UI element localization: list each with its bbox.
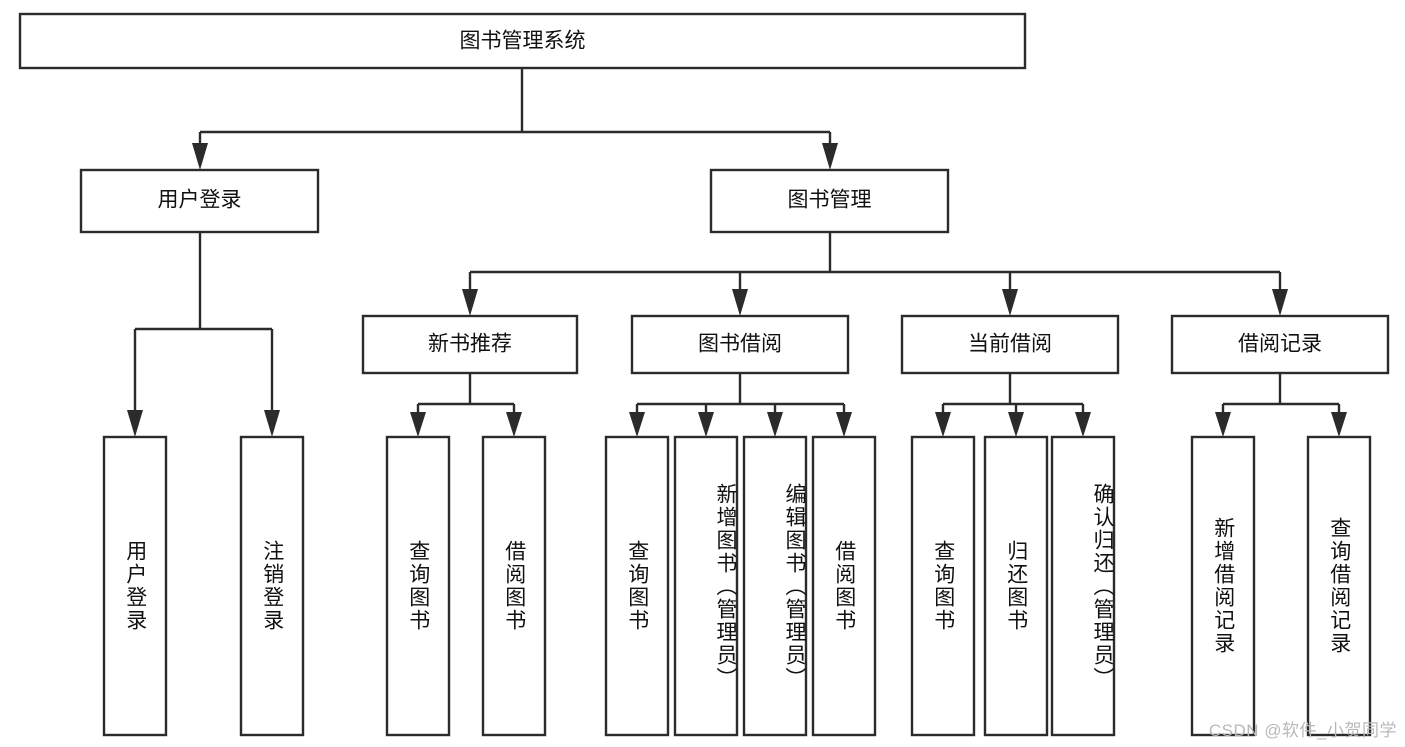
node-borrow-record-box[interactable] xyxy=(1170,314,1390,375)
node-root-label: 图书管理系统 xyxy=(460,30,586,53)
node-root[interactable]: 图书管理系统 xyxy=(18,12,1027,70)
arrow-head-icon xyxy=(1075,412,1091,437)
arrow-head-icon xyxy=(1272,289,1288,316)
node-new-book-rec[interactable]: 新书推荐 xyxy=(361,314,579,375)
node-user-login[interactable]: 用户登录 xyxy=(79,168,320,234)
node-user-login-label: 用户登录 xyxy=(158,189,242,212)
arrow-head-icon xyxy=(264,410,280,437)
arrow-head-icon xyxy=(698,412,714,437)
connector-book-manage-to-level3 xyxy=(462,232,1288,316)
leaf-box-confirm-return[interactable] xyxy=(1050,435,1116,737)
leaf-box-query-book-borrow[interactable] xyxy=(604,435,670,737)
arrow-head-icon xyxy=(410,412,426,437)
leaf-boxes xyxy=(102,435,1372,737)
arrow-head-icon xyxy=(629,412,645,437)
node-borrow-record-label: 借阅记录 xyxy=(1238,333,1322,356)
node-book-borrow-label: 图书借阅 xyxy=(698,333,782,356)
leaf-box-borrow-book-rec[interactable] xyxy=(481,435,547,737)
leaf-box-edit-book[interactable] xyxy=(742,435,808,737)
arrow-head-icon xyxy=(462,289,478,316)
watermark-text: CSDN @软件_小贺同学 xyxy=(1208,721,1397,740)
connector-root-to-level2 xyxy=(192,68,838,170)
arrow-head-icon xyxy=(732,289,748,316)
node-current-borrow[interactable]: 当前借阅 xyxy=(900,314,1120,375)
connector-user-login-to-leaves xyxy=(127,232,280,437)
node-borrow-record[interactable]: 借阅记录 xyxy=(1170,314,1390,375)
node-user-login-box[interactable] xyxy=(79,168,320,234)
node-book-manage[interactable]: 图书管理 xyxy=(709,168,950,234)
connector-borrow-record-to-leaves xyxy=(1215,373,1347,437)
arrow-head-icon xyxy=(1002,289,1018,316)
connector-current-borrow-to-leaves xyxy=(935,373,1091,437)
arrow-head-icon xyxy=(1331,412,1347,437)
leaf-box-user-login[interactable] xyxy=(102,435,168,737)
arrow-head-icon xyxy=(127,410,143,437)
leaf-box-add-record[interactable] xyxy=(1190,435,1256,737)
arrow-head-icon xyxy=(1215,412,1231,437)
arrow-head-icon xyxy=(192,143,208,170)
leaf-box-query-book-rec[interactable] xyxy=(385,435,451,737)
arrow-head-icon xyxy=(506,412,522,437)
node-current-borrow-box[interactable] xyxy=(900,314,1120,375)
node-book-manage-label: 图书管理 xyxy=(788,189,872,212)
arrow-head-icon xyxy=(836,412,852,437)
leaf-box-logout[interactable] xyxy=(239,435,305,737)
leaf-box-add-book[interactable] xyxy=(673,435,739,737)
node-book-borrow-box[interactable] xyxy=(630,314,850,375)
leaf-box-return-book[interactable] xyxy=(983,435,1049,737)
leaf-box-borrow-book[interactable] xyxy=(811,435,877,737)
arrow-head-icon xyxy=(935,412,951,437)
arrow-head-icon xyxy=(1008,412,1024,437)
arrow-head-icon xyxy=(767,412,783,437)
leaf-box-query-book-current[interactable] xyxy=(910,435,976,737)
leaf-box-query-record[interactable] xyxy=(1306,435,1372,737)
node-book-manage-box[interactable] xyxy=(709,168,950,234)
node-new-book-rec-box[interactable] xyxy=(361,314,579,375)
connector-book-borrow-to-leaves xyxy=(629,373,852,437)
node-current-borrow-label: 当前借阅 xyxy=(968,333,1052,356)
node-book-borrow[interactable]: 图书借阅 xyxy=(630,314,850,375)
node-root-box[interactable] xyxy=(18,12,1027,70)
node-new-book-rec-label: 新书推荐 xyxy=(428,333,512,356)
arrow-head-icon xyxy=(822,143,838,170)
connector-new-book-rec-to-leaves xyxy=(410,373,522,437)
